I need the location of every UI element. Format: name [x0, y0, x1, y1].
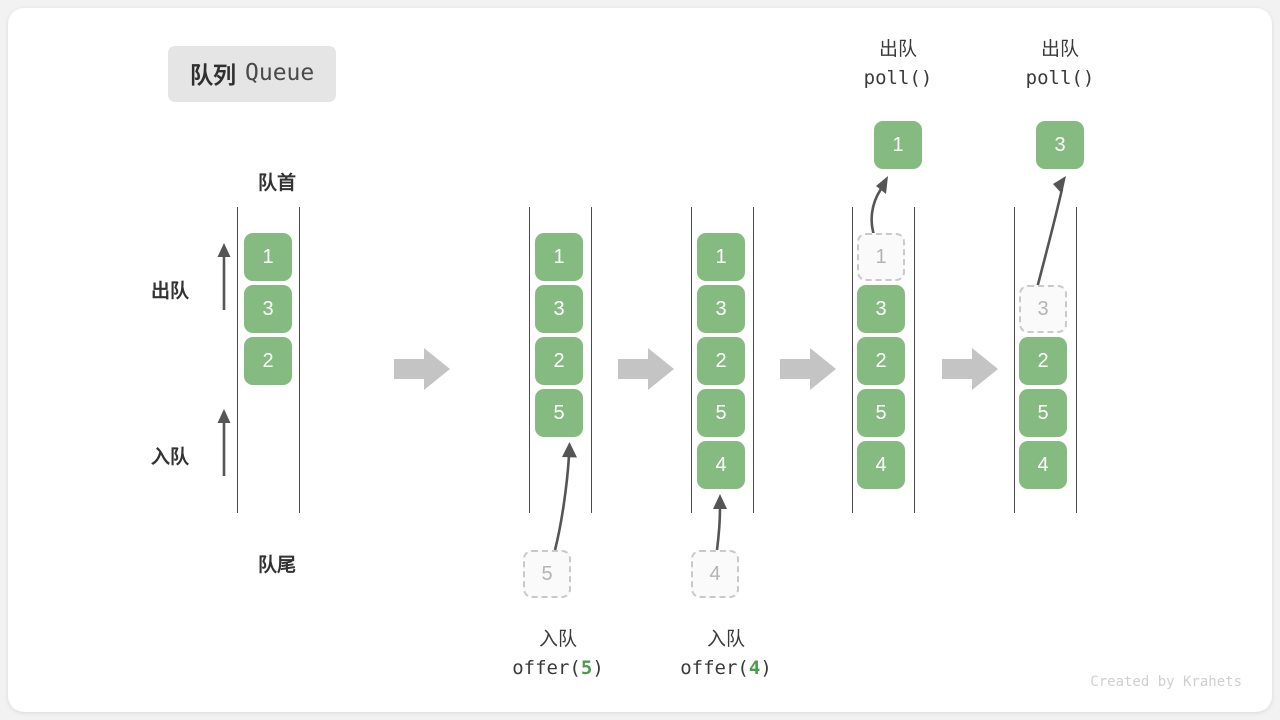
queue-rail-right — [1076, 207, 1077, 513]
flow-arrow-icon — [780, 348, 836, 390]
enqueue-curve-arrow-icon — [553, 442, 577, 551]
operation-line2: poll() — [1025, 67, 1095, 90]
queue-rail-right — [753, 207, 754, 513]
enqueue-curve-arrow-icon — [713, 494, 727, 551]
queue-cell: 2 — [697, 337, 745, 385]
queue-cell: 1 — [244, 233, 292, 281]
enqueue-direction-arrow-icon — [217, 409, 231, 476]
outgoing-element: 3 — [1036, 121, 1084, 169]
operation-line1: 入队 — [706, 629, 745, 650]
queue-cell: 4 — [857, 441, 905, 489]
queue-cell: 3 — [535, 285, 583, 333]
operation-line2: poll() — [863, 67, 933, 90]
queue-cell: 5 — [857, 389, 905, 437]
queue-rail-left — [691, 207, 692, 513]
operation-line2: offer(5) — [512, 657, 604, 680]
flow-arrow-icon — [618, 348, 674, 390]
dequeue-curve-arrow-icon — [870, 176, 888, 239]
queue-cell: 5 — [697, 389, 745, 437]
operation-line1: 出队 — [1040, 39, 1079, 60]
queue-rail-right — [914, 207, 915, 513]
enqueue-direction-label: 入队 — [151, 447, 190, 468]
queue-head-label: 队首 — [257, 173, 296, 194]
queue-cell: 5 — [535, 389, 583, 437]
title-chinese: 队列 — [190, 62, 236, 88]
diagram-title-badge: 队列 Queue — [168, 46, 337, 102]
queue-rail-left — [237, 207, 238, 513]
dequeue-direction-arrow-icon — [217, 243, 231, 310]
queue-cell: 3 — [697, 285, 745, 333]
operation-line1: 出队 — [878, 39, 917, 60]
operation-line1: 入队 — [538, 629, 577, 650]
incoming-element-ghost: 5 — [523, 550, 571, 598]
queue-tail-label: 队尾 — [257, 555, 296, 576]
queue-cell: 5 — [1019, 389, 1067, 437]
queue-cell-removed: 3 — [1019, 285, 1067, 333]
flow-arrow-icon — [394, 348, 450, 390]
queue-cell: 2 — [1019, 337, 1067, 385]
operation-label-offer-5: 入队 offer(5) — [448, 626, 668, 682]
queue-rail-left — [1014, 207, 1015, 513]
queue-cell: 4 — [697, 441, 745, 489]
operation-label-poll-1: 出队 poll() — [808, 36, 988, 92]
queue-cell: 1 — [697, 233, 745, 281]
flow-arrow-icon — [942, 348, 998, 390]
queue-cell: 1 — [535, 233, 583, 281]
operation-line2: offer(4) — [680, 657, 772, 680]
queue-cell: 3 — [244, 285, 292, 333]
queue-rail-right — [299, 207, 300, 513]
queue-cell: 3 — [857, 285, 905, 333]
queue-cell: 2 — [535, 337, 583, 385]
operation-label-offer-4: 入队 offer(4) — [616, 626, 836, 682]
queue-cell: 2 — [244, 337, 292, 385]
queue-cell: 2 — [857, 337, 905, 385]
queue-rail-left — [852, 207, 853, 513]
queue-cell: 4 — [1019, 441, 1067, 489]
queue-rail-right — [591, 207, 592, 513]
title-english: Queue — [245, 60, 315, 86]
dequeue-curve-arrow-icon — [1034, 176, 1066, 293]
incoming-element-ghost: 4 — [691, 550, 739, 598]
queue-cell-removed: 1 — [857, 233, 905, 281]
operation-label-poll-3: 出队 poll() — [970, 36, 1150, 92]
queue-rail-left — [529, 207, 530, 513]
watermark: Created by Krahets — [1090, 674, 1242, 690]
outgoing-element: 1 — [874, 121, 922, 169]
dequeue-direction-label: 出队 — [151, 281, 190, 302]
